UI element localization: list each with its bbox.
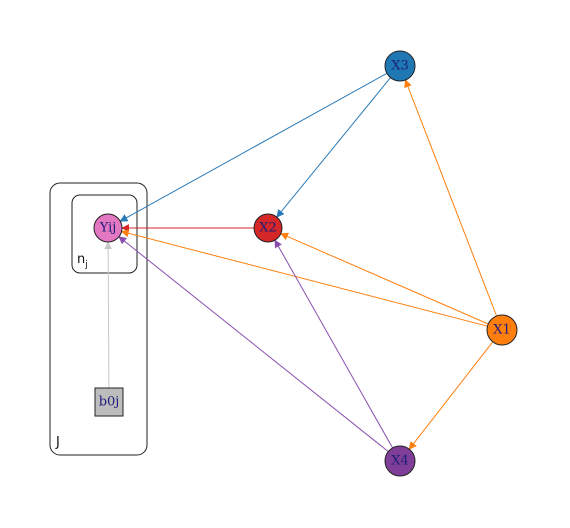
plate-outer: J — [49, 182, 148, 456]
node-x4: X4 — [384, 445, 416, 477]
plate-inner: nj — [71, 194, 138, 274]
edge-x4-to-yij — [118, 236, 389, 452]
plate-inner-label-subscript: j — [84, 260, 88, 270]
node-yij-label: Yij — [99, 221, 117, 236]
node-x2-shape — [253, 213, 283, 243]
plate-outer-label: J — [55, 435, 60, 450]
edge-x3-to-yij — [119, 72, 388, 222]
plate-inner-label: nj — [77, 252, 88, 270]
node-x4-label: X4 — [391, 454, 409, 469]
edges-layer — [104, 72, 498, 452]
plate-inner-label-main: n — [77, 252, 85, 267]
node-x3-shape — [384, 50, 416, 82]
node-yij-shape — [93, 213, 123, 243]
node-x1-label: X1 — [493, 323, 511, 338]
edge-x1-to-yij — [120, 229, 488, 327]
node-b0j: b0j — [94, 387, 124, 417]
node-x2: X2 — [253, 213, 283, 243]
edge-x1-to-x4 — [408, 341, 494, 450]
edge-x4-to-x2 — [274, 239, 394, 449]
edge-b0j-to-yij — [104, 241, 113, 389]
node-yij: Yij — [93, 213, 123, 243]
node-x1-shape — [486, 314, 518, 346]
node-x1: X1 — [486, 314, 518, 346]
edge-x1-to-x2 — [280, 232, 489, 325]
node-b0j-label: b0j — [99, 395, 120, 410]
edge-x3-to-x2 — [276, 77, 391, 218]
node-b0j-shape — [94, 387, 124, 417]
edge-x1-to-x3 — [404, 79, 498, 317]
node-x3: X3 — [384, 50, 416, 82]
node-x3-label: X3 — [391, 59, 409, 74]
node-x2-label: X2 — [259, 221, 277, 236]
node-x4-shape — [384, 445, 416, 477]
